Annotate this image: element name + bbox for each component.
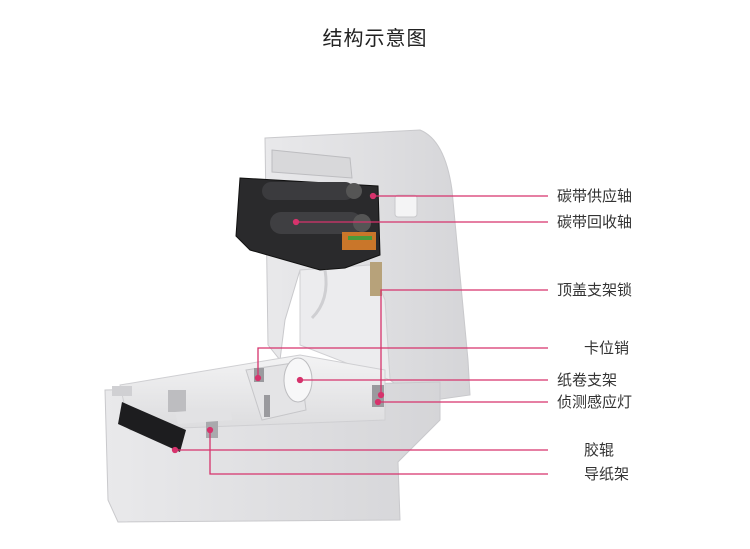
- label-ribbon-supply-shaft: 碳带供应轴: [557, 187, 633, 205]
- diagram-title: 结构示意图: [322, 26, 428, 50]
- ribbon-mechanism: [235, 149, 381, 320]
- leader-top-cover-lock: [380, 289, 548, 395]
- leader-dot-top-cover-lock: [377, 391, 385, 399]
- label-paper-roll-holder: 纸卷支架: [557, 371, 618, 389]
- paper-roll-holder-part: [245, 357, 313, 421]
- leader-locking-pin: [257, 347, 548, 378]
- leader-dot-detection-sensor-light: [374, 398, 382, 406]
- label-locking-pin: 卡位销: [584, 339, 630, 357]
- label-top-cover-lock: 顶盖支架锁: [557, 281, 633, 299]
- leader-dot-locking-pin: [254, 374, 262, 382]
- leader-dot-ribbon-rewind-shaft: [292, 218, 300, 226]
- label-ribbon-rewind-shaft: 碳带回收轴: [557, 213, 633, 231]
- paper-guide-part: [168, 390, 232, 438]
- label-rubber-roller: 胶辊: [584, 441, 615, 459]
- leader-dot-ribbon-supply-shaft: [369, 192, 377, 200]
- leader-dot-paper-roll-holder: [296, 376, 304, 384]
- leader-paper-guide: [209, 430, 548, 475]
- leader-dot-rubber-roller: [171, 446, 179, 454]
- leader-lines: [171, 192, 548, 475]
- label-paper-guide: 导纸架: [584, 465, 630, 483]
- rubber-roller-part: [118, 402, 186, 452]
- label-detection-sensor-light: 侦测感应灯: [557, 393, 633, 411]
- leader-dot-paper-guide: [206, 426, 214, 434]
